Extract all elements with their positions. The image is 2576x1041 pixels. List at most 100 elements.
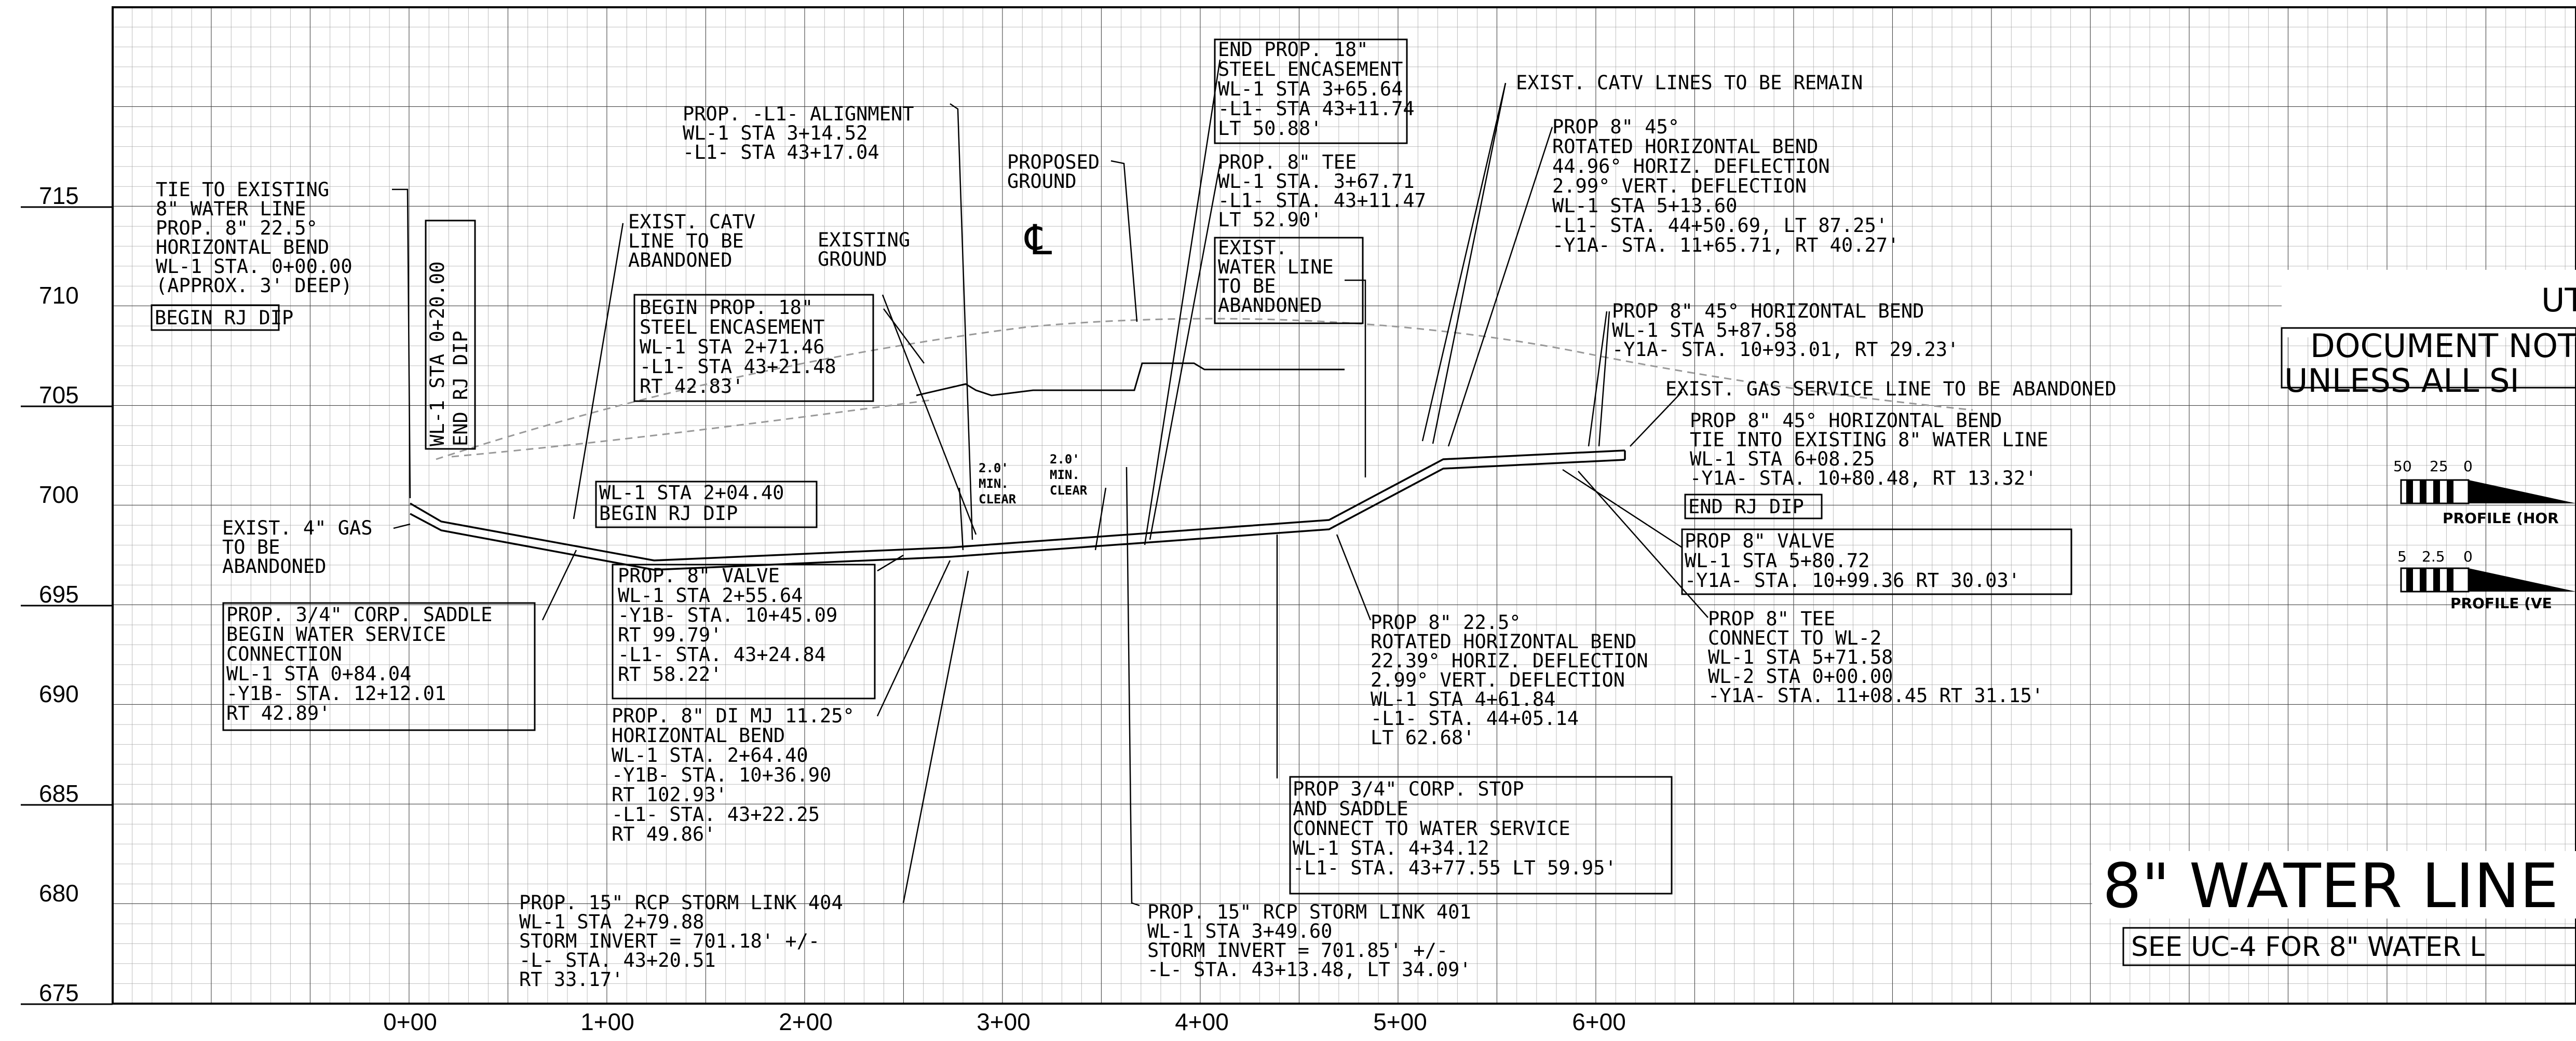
exist-gas-service-label: EXIST. GAS SERVICE LINE TO BE ABANDONED xyxy=(1665,378,2117,400)
see-note: SEE UC-4 FOR 8" WATER L xyxy=(2131,932,2485,963)
tee-2-note-line: PROP 8" TEE xyxy=(1708,608,1835,630)
di-mj-bend-note-line: PROP. 8" DI MJ 11.25° xyxy=(612,705,855,727)
begin-encasement-note-line: RT 42.83' xyxy=(640,375,743,398)
vertical-rj-label: END RJ DIP xyxy=(450,331,472,446)
bend-22-note-line: LT 62.68' xyxy=(1371,727,1474,749)
clear-1-note-line: CLEAR xyxy=(979,492,1016,506)
valve-1-note-line: RT 99.79' xyxy=(618,624,722,646)
corp-stop-note-line: CONNECT TO WATER SERVICE xyxy=(1293,817,1570,840)
proposed-ground-note-line: GROUND xyxy=(1007,170,1077,193)
wl1-begin-rj-note-line: WL-1 STA 2+04.40 xyxy=(599,482,784,504)
exist-gas-note-line: TO BE xyxy=(222,536,280,558)
valve-2-note-line: -Y1A- STA. 10+99.36 RT 30.03' xyxy=(1685,569,2020,592)
svg-text:50: 50 xyxy=(2393,458,2412,475)
storm-401-note-line: PROP. 15" RCP STORM LINK 401 xyxy=(1147,901,1471,923)
exist-catv-abandoned-note-line: LINE TO BE xyxy=(628,230,744,252)
bend-45-hb-note-line: PROP 8" 45° HORIZONTAL BEND xyxy=(1612,300,1924,322)
end-encasement-note-line: LT 50.88' xyxy=(1218,117,1322,140)
exist-water-abandoned-note-line: WATER LINE xyxy=(1218,256,1334,278)
proposed-ground-note-line: PROPOSED xyxy=(1007,151,1100,173)
centerline-symbol: ℄ xyxy=(1024,216,1052,264)
svg-text:25: 25 xyxy=(2430,458,2448,475)
title-area xyxy=(2092,851,2576,919)
tie-into-note-line: -Y1A- STA. 10+80.48, RT 13.32' xyxy=(1690,467,2037,489)
end-encasement-note-line: -L1- STA 43+11.74 xyxy=(1218,98,1415,120)
elevation-label: 695 xyxy=(39,581,79,608)
corp-stop-note-line: AND SADDLE xyxy=(1293,798,1408,820)
elevation-label: 685 xyxy=(39,780,79,807)
elevation-label: 700 xyxy=(39,481,79,508)
existing-ground-note-line: EXISTING xyxy=(818,229,910,251)
storm-401-note-line: STORM INVERT = 701.85' +/- xyxy=(1147,939,1448,962)
tee-1-note-line: PROP. 8" TEE xyxy=(1218,151,1357,173)
station-label: 0+00 xyxy=(383,1008,437,1035)
existing-ground-note-line: GROUND xyxy=(818,248,887,270)
station-label: 2+00 xyxy=(779,1008,833,1035)
tee-2-note-line: WL-2 STA 0+00.00 xyxy=(1708,665,1893,688)
station-label: 6+00 xyxy=(1572,1008,1626,1035)
bend-22-note-line: ROTATED HORIZONTAL BEND xyxy=(1371,631,1636,653)
bend-22-note-line: 22.39° HORIZ. DEFLECTION xyxy=(1371,650,1648,672)
begin-rj-dip-label: BEGIN RJ DIP xyxy=(155,307,293,329)
exist-water-abandoned-note-line: TO BE xyxy=(1218,275,1276,297)
tie-existing-note-line: PROP. 8" 22.5° xyxy=(156,217,318,239)
clear-2-note-line: CLEAR xyxy=(1050,483,1088,498)
elevation-axis xyxy=(21,206,113,1005)
storm-401-note-line: WL-1 STA 3+49.60 xyxy=(1147,920,1332,942)
bend-45-hb-note-line: -Y1A- STA. 10+93.01, RT 29.23' xyxy=(1612,338,1959,361)
svg-text:2.5: 2.5 xyxy=(2422,548,2445,565)
storm-401-note-line: -L- STA. 43+13.48, LT 34.09' xyxy=(1147,958,1471,981)
clear-2-note-line: MIN. xyxy=(1050,468,1080,482)
exist-catv-remain-label: EXIST. CATV LINES TO BE REMAIN xyxy=(1516,72,1863,94)
bend-45-rot-note-line: 44.96° HORIZ. DEFLECTION xyxy=(1552,155,1830,177)
bend-22-note-line: WL-1 STA 4+61.84 xyxy=(1371,688,1555,710)
corp-saddle-note-line: PROP. 3/4" CORP. SADDLE xyxy=(226,604,492,626)
elevation-label: 680 xyxy=(39,880,79,907)
bend-22-note-line: 2.99° VERT. DEFLECTION xyxy=(1371,669,1625,691)
ground-lines xyxy=(436,318,1973,460)
valve-1-note-line: -Y1B- STA. 10+45.09 xyxy=(618,604,837,626)
horizontal-scale: 50 25 0 PROFILE (HOR xyxy=(2393,458,2576,527)
corp-stop-note-line: WL-1 STA. 4+34.12 xyxy=(1293,837,1489,859)
corp-stop-note-line: PROP 3/4" CORP. STOP xyxy=(1293,778,1524,800)
tee-2-note-line: -Y1A- STA. 11+08.45 RT 31.15' xyxy=(1708,684,2043,707)
di-mj-bend-note-line: RT 102.93' xyxy=(612,784,727,806)
tie-existing-note-line: 8" WATER LINE xyxy=(156,198,306,220)
exist-gas-note-line: ABANDONED xyxy=(222,555,326,578)
corp-saddle-note-line: RT 42.89' xyxy=(226,702,330,724)
svg-text:PROFILE (VE: PROFILE (VE xyxy=(2450,595,2552,612)
title-heading: UT xyxy=(2541,281,2576,319)
end-encasement-note-line: WL-1 STA 3+65.64 xyxy=(1218,78,1403,100)
storm-404-note-line: RT 33.17' xyxy=(519,968,623,991)
corp-saddle-note-line: BEGIN WATER SERVICE xyxy=(226,623,446,646)
end-encasement-note-line: STEEL ENCASEMENT xyxy=(1218,58,1403,80)
bend-45-rot-note-line: PROP 8" 45° xyxy=(1552,116,1679,138)
wl1-begin-rj-note-line: BEGIN RJ DIP xyxy=(599,502,738,525)
station-label: 3+00 xyxy=(977,1008,1031,1035)
drawing-title: 8" WATER LINE xyxy=(2103,850,2558,922)
elevation-label: 675 xyxy=(39,979,79,1006)
bend-45-rot-note-line: -L1- STA. 44+50.69, LT 87.25' xyxy=(1552,214,1888,237)
bend-45-rot-note-line: WL-1 STA 5+13.60 xyxy=(1552,195,1737,217)
exist-water-abandoned-note-line: ABANDONED xyxy=(1218,294,1322,317)
di-mj-bend-note-line: -L1- STA. 43+22.25 xyxy=(612,803,820,826)
corp-stop-note-line: -L1- STA. 43+77.55 LT 59.95' xyxy=(1293,857,1617,879)
exist-gas-note-line: EXIST. 4" GAS xyxy=(222,517,373,539)
valve-2-note-line: PROP 8" VALVE xyxy=(1685,530,1835,552)
tee-2-note-line: WL-1 STA 5+71.58 xyxy=(1708,646,1893,668)
vertical-scale: 5 2.5 0 PROFILE (VE xyxy=(2397,548,2576,612)
valve-1-note-line: RT 58.22' xyxy=(618,663,722,686)
corp-saddle-note-line: WL-1 STA 0+84.04 xyxy=(226,663,411,685)
clear-1-note-line: MIN. xyxy=(979,476,1009,491)
prop-l1-alignment-note-line: -L1- STA 43+17.04 xyxy=(683,141,879,163)
tee-1-note-line: LT 52.90' xyxy=(1218,209,1322,231)
elevation-label: 710 xyxy=(39,282,79,309)
svg-text:0: 0 xyxy=(2463,548,2473,565)
tee-2-note-line: CONNECT TO WL-2 xyxy=(1708,627,1881,649)
leader-lines xyxy=(392,59,1709,907)
exist-catv-abandoned-note-line: ABANDONED xyxy=(628,249,732,271)
document-note-line-1: DOCUMENT NOT xyxy=(2310,327,2576,365)
tee-1-note-line: -L1- STA. 43+11.47 xyxy=(1218,189,1426,212)
